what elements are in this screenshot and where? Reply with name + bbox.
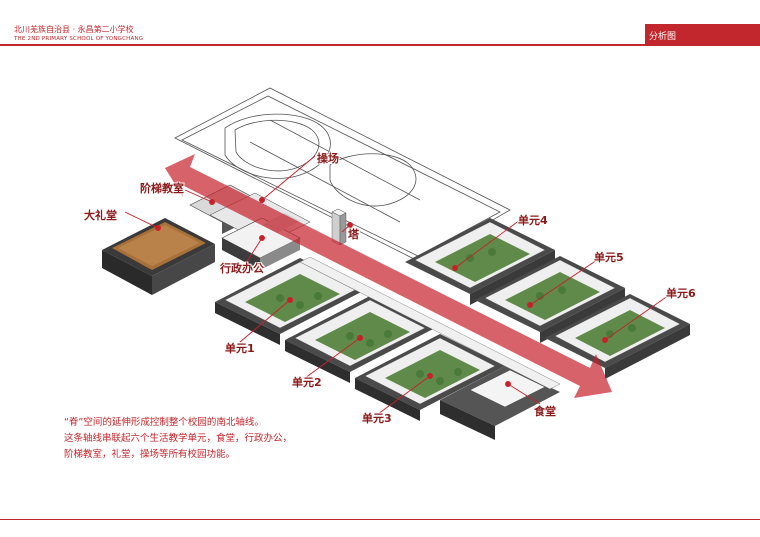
- description-caption: “脊”空间的延伸形成控制整个校园的南北轴线。 这条轴线串联起六个生活教学单元，食…: [64, 415, 364, 463]
- section-tab: 分析图: [645, 24, 760, 44]
- footer-divider: [0, 519, 760, 520]
- school-title: 北川羌族自治县 · 永昌第二小学校: [14, 25, 134, 34]
- leader-lines: [124, 155, 673, 415]
- label-unit-4: 单元4: [518, 214, 548, 227]
- section-tab-label: 分析图: [649, 32, 677, 42]
- label-admin: 行政办公: [220, 262, 264, 275]
- unit-1-building: [215, 258, 365, 345]
- label-lecture-hall: 阶梯教室: [140, 182, 184, 195]
- canteen-building: [440, 366, 560, 440]
- auditorium-building: [102, 218, 215, 295]
- header-divider: [0, 44, 760, 46]
- label-unit-5: 单元5: [594, 251, 624, 264]
- label-unit-2: 单元2: [292, 376, 322, 389]
- caption-line-2: 这条轴线串联起六个生活教学单元，食堂，行政办公，: [64, 433, 293, 444]
- label-canteen: 食堂: [534, 405, 556, 418]
- unit-5-building: [475, 256, 625, 343]
- spine-corridor: [299, 256, 561, 390]
- label-auditorium: 大礼堂: [84, 209, 117, 222]
- caption-line-3: 阶梯教室，礼堂，操场等所有校园功能。: [64, 449, 236, 460]
- label-playground: 操场: [317, 152, 339, 165]
- unit-2-building: [285, 296, 435, 383]
- north-south-axis-arrow: [165, 154, 612, 398]
- label-unit-1: 单元1: [225, 342, 255, 355]
- unit-6-building: [545, 294, 690, 379]
- school-subtitle: THE 2ND PRIMARY SCHOOL OF YONGCHANG: [14, 36, 144, 42]
- label-unit-6: 单元6: [666, 287, 696, 300]
- unit-3-building: [355, 334, 505, 421]
- caption-line-1: “脊”空间的延伸形成控制整个校园的南北轴线。: [64, 417, 264, 428]
- label-unit-3: 单元3: [362, 412, 392, 425]
- label-tower: 塔: [348, 228, 359, 241]
- playground-field: [174, 87, 511, 263]
- unit-4-building: [405, 218, 555, 305]
